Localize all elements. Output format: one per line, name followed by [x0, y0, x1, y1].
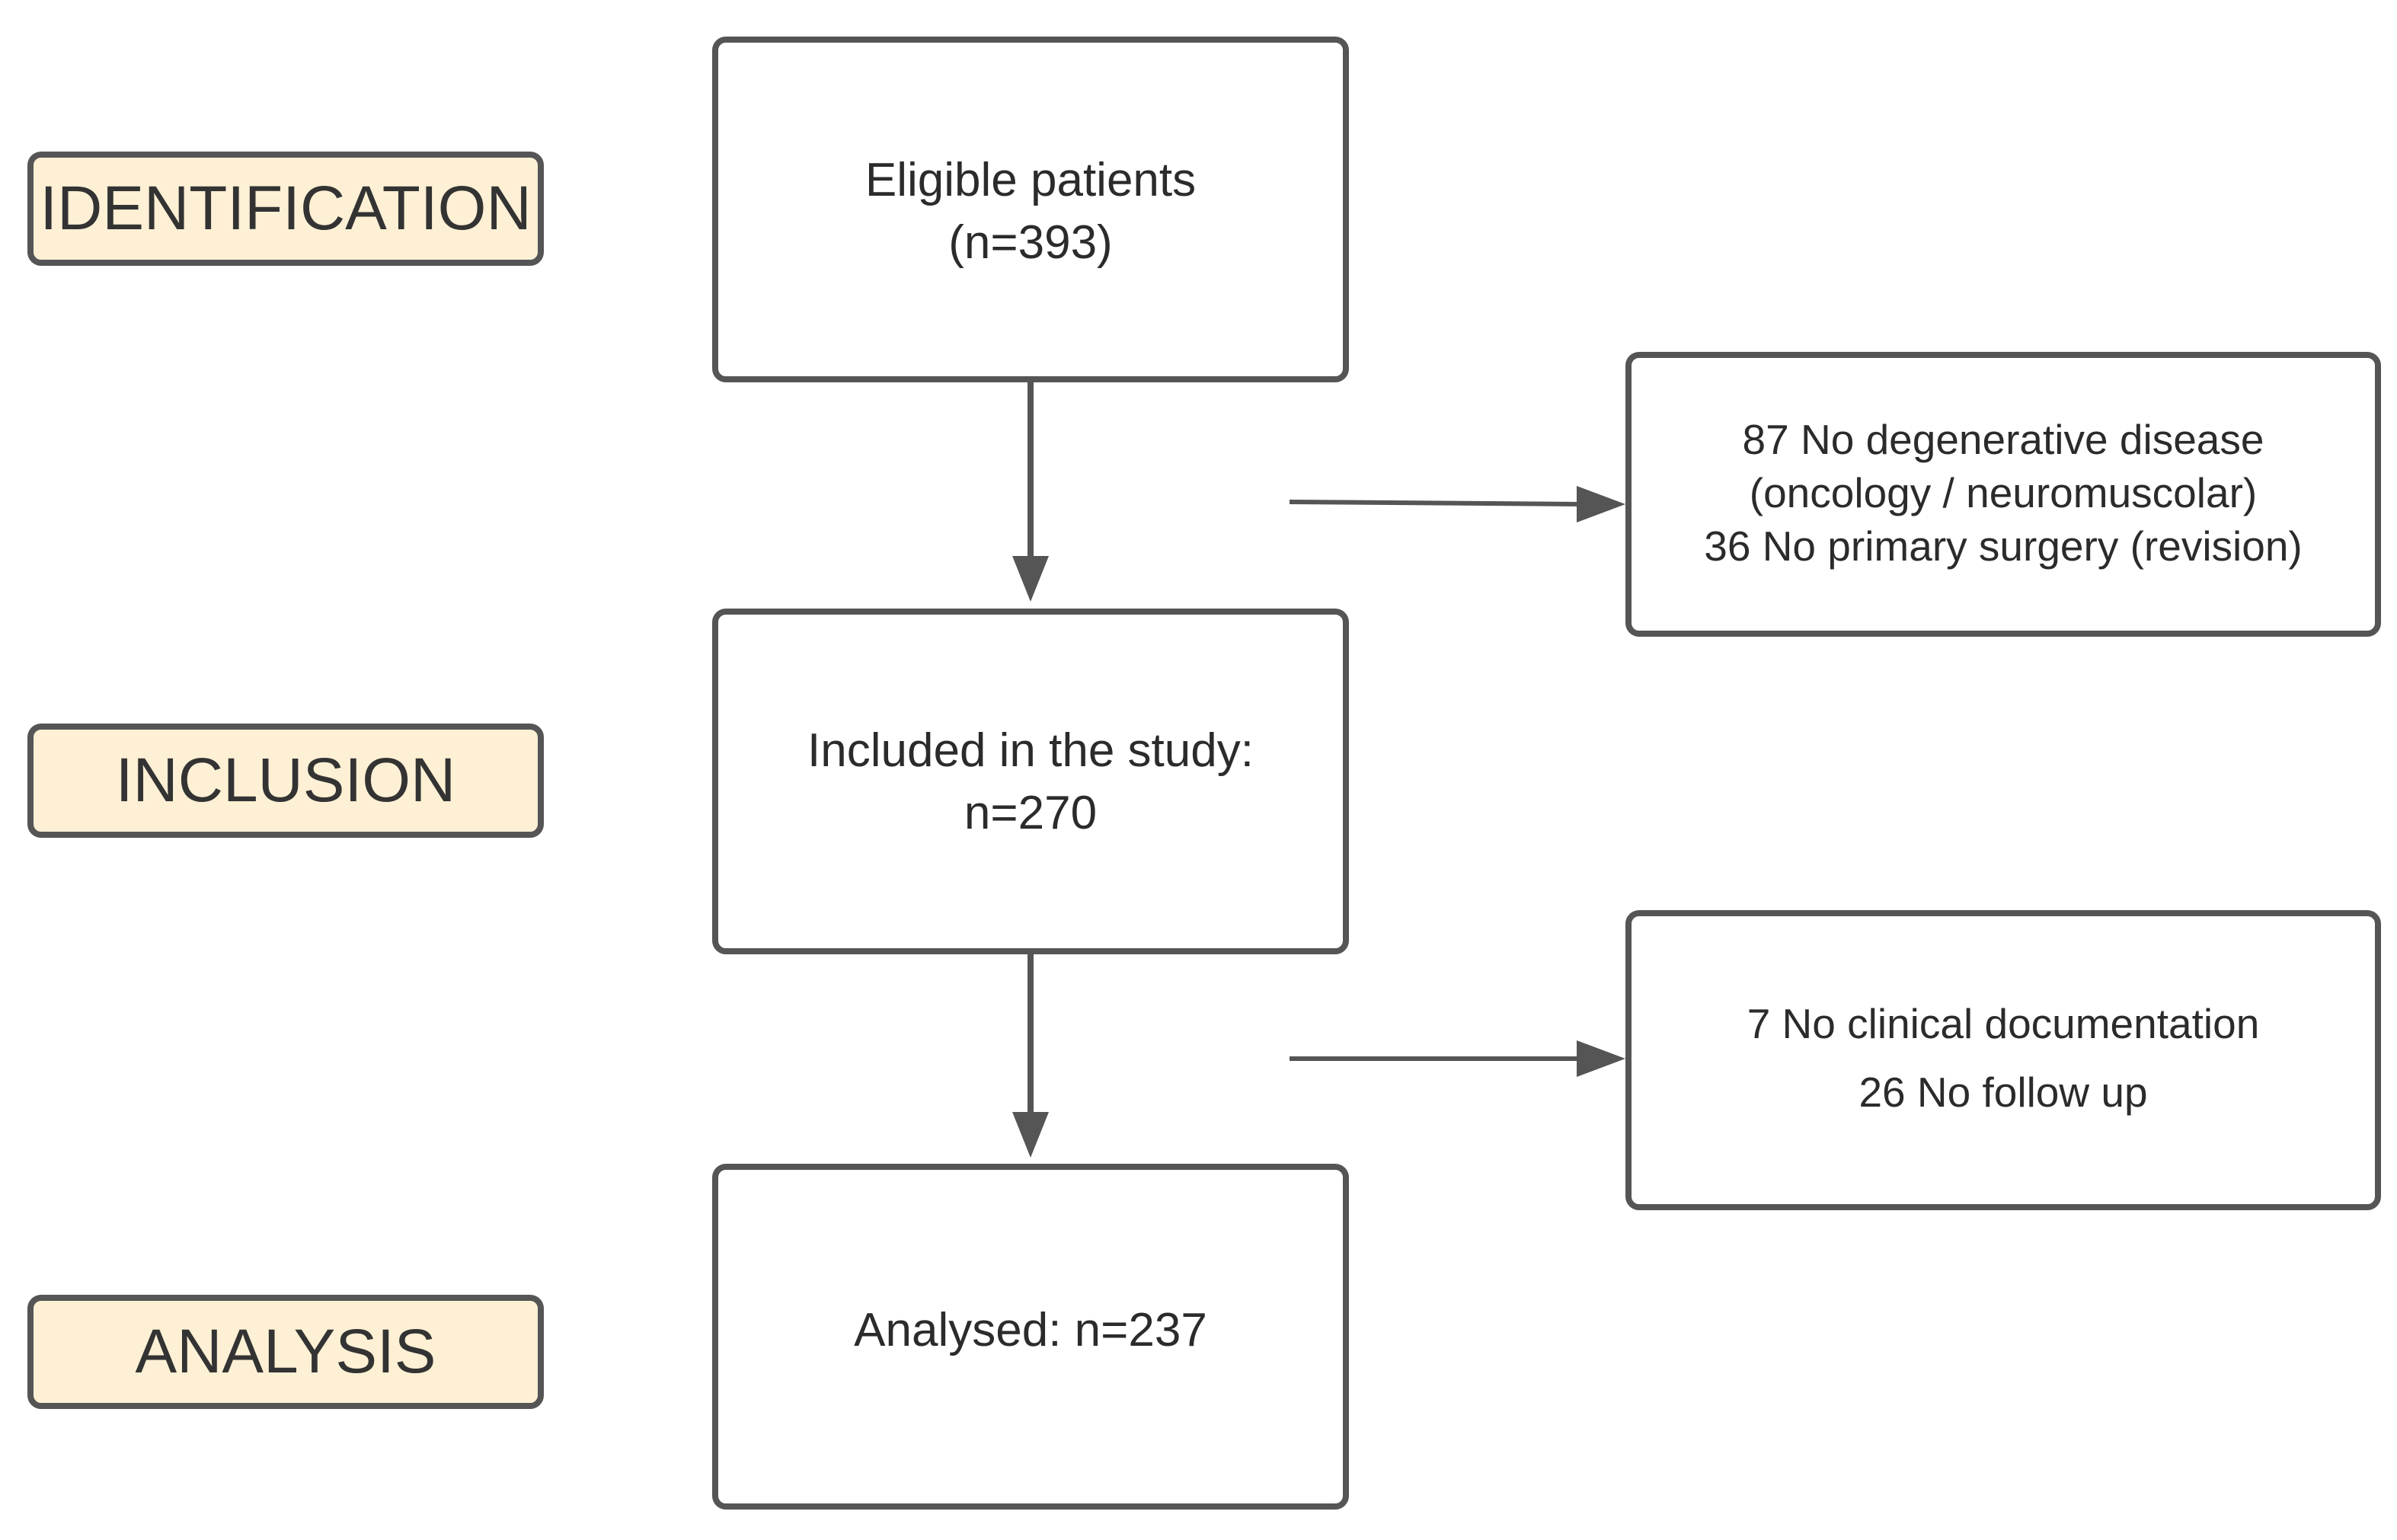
exclusion-no-degenerative: 87 No degenerative disease	[1742, 416, 2264, 463]
exclusion-no-primary-surgery: 36 No primary surgery (revision)	[1704, 522, 2303, 570]
analysed-box: Analysed: n=237	[712, 1164, 1349, 1510]
arrowhead-eligible-to-included	[1012, 556, 1049, 602]
exclusion-no-follow-up: 26 No follow up	[1858, 1069, 2148, 1116]
eligible-patients-label: Eligible patients	[865, 154, 1197, 206]
eligible-patients-count: (n=393)	[948, 216, 1113, 269]
stage-label-inclusion: INCLUSION	[27, 724, 544, 838]
arrow-to-first-exclusion	[1289, 500, 1581, 506]
arrowhead-included-to-analysed	[1012, 1112, 1049, 1158]
included-box: Included in the study: n=270	[712, 609, 1349, 954]
eligible-patients-box: Eligible patients (n=393)	[712, 37, 1349, 382]
second-exclusion-box: 7 No clinical documentation 26 No follow…	[1625, 910, 2381, 1210]
stage-label-analysis: ANALYSIS	[27, 1295, 544, 1409]
analysed-label: Analysed: n=237	[854, 1304, 1207, 1356]
stage-label-identification: IDENTIFICATION	[27, 152, 544, 266]
arrowhead-to-second-exclusion	[1577, 1040, 1625, 1077]
exclusion-no-clinical-documentation: 7 No clinical documentation	[1747, 1000, 2260, 1047]
exclusion-oncology-neuromuscolar: (oncology / neuromuscolar)	[1749, 469, 2258, 516]
included-count: n=270	[964, 787, 1098, 839]
arrowhead-to-first-exclusion	[1577, 486, 1625, 522]
included-label: Included in the study:	[807, 724, 1254, 777]
first-exclusion-box: 87 No degenerative disease (oncology / n…	[1625, 352, 2381, 637]
